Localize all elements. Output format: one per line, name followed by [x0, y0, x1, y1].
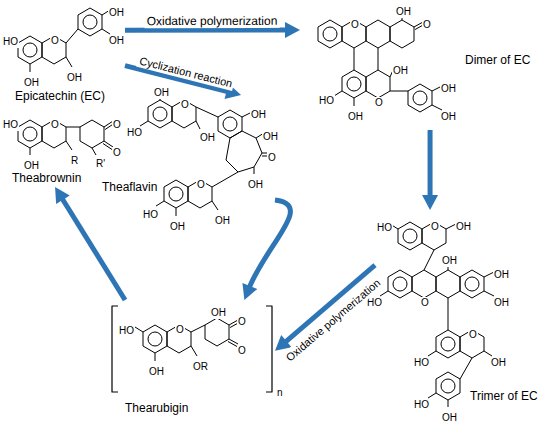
- atom-label: HO: [2, 119, 19, 131]
- reaction-label: Oxidative polymerization: [145, 14, 280, 28]
- atom-label: O: [50, 119, 60, 131]
- theaflavin-structure: [140, 92, 268, 216]
- atom-label: O: [422, 19, 432, 31]
- atom-label: OH: [148, 366, 165, 378]
- atom-label: OH: [262, 131, 279, 143]
- compound-name: Theabrownin: [12, 171, 81, 185]
- atom-label: O: [468, 329, 478, 341]
- epicatechin-structure: [10, 8, 110, 72]
- reaction-arrow: [242, 200, 290, 300]
- compound-node: Trimer of EC: [375, 210, 547, 422]
- arrow-head: [242, 283, 257, 300]
- atom-label: OH: [66, 72, 83, 84]
- compound-name: Epicatechin (EC): [15, 89, 105, 103]
- atom-label: O: [196, 179, 206, 191]
- atom-label: O: [350, 19, 360, 31]
- atom-label: OH: [108, 35, 125, 47]
- reaction-label: Oxidative polymerization: [281, 274, 384, 365]
- atom-label: OH: [210, 307, 227, 319]
- compound-name: Dimer of EC: [465, 53, 530, 67]
- atom-label: OH: [347, 111, 364, 123]
- atom-label: OH: [455, 221, 472, 233]
- arrow-shaft: [125, 27, 288, 32]
- reaction-arrow: [275, 265, 375, 351]
- theabrownin-structure: [10, 120, 114, 155]
- atom-label: HO: [126, 127, 143, 139]
- arrow-shaft: [61, 197, 125, 300]
- atom-label: OR: [192, 361, 209, 373]
- trimer-structure: [380, 222, 494, 407]
- atom-label: OH: [392, 65, 409, 77]
- atom-label: O: [180, 99, 190, 111]
- atom-label: O: [237, 316, 247, 328]
- dimer-structure: [318, 12, 442, 112]
- reaction-arrow: [55, 187, 125, 300]
- compound-node: Epicatechin (EC): [0, 0, 125, 101]
- arrow-shaft: [249, 200, 291, 289]
- compound-node: Theabrownin: [5, 105, 185, 187]
- atom-label: HO: [413, 357, 430, 369]
- atom-label: O: [175, 324, 185, 336]
- arrow-head: [422, 195, 438, 210]
- atom-label: OH: [440, 83, 457, 95]
- atom-label: R: [70, 155, 79, 167]
- reaction-label: Cyclization reaction: [136, 53, 236, 91]
- atom-label: OH: [490, 357, 507, 369]
- atom-label: O: [420, 297, 430, 309]
- thearubigin-structure: [112, 306, 272, 392]
- atom-label: HO: [376, 222, 393, 234]
- compound-node: Theaflavin: [100, 95, 275, 255]
- atom-label: O: [374, 97, 384, 109]
- atom-label: HO: [2, 36, 19, 48]
- reaction-arrow: [422, 130, 438, 210]
- atom-label: OH: [108, 7, 125, 19]
- atom-label: OH: [440, 111, 457, 123]
- atom-label: O: [237, 345, 247, 357]
- atom-label: HO: [366, 297, 383, 309]
- atom-label: OH: [199, 132, 216, 144]
- compound-node: Thearubigin: [105, 300, 275, 413]
- atom-label: R': [95, 158, 106, 170]
- atom-label: n: [276, 387, 284, 399]
- atom-label: HO: [142, 209, 159, 221]
- compound-name: Thearubigin: [125, 401, 188, 415]
- atom-label: OH: [169, 221, 186, 233]
- atom-label: OH: [214, 215, 231, 227]
- compound-name: Theaflavin: [102, 180, 157, 194]
- atom-label: O: [112, 147, 122, 159]
- atom-label: O: [112, 119, 122, 131]
- atom-label: OH: [23, 77, 40, 89]
- atom-label: OH: [153, 87, 170, 99]
- atom-label: OH: [441, 412, 458, 424]
- arrow-shaft: [428, 130, 433, 198]
- arrow-head: [55, 187, 70, 204]
- atom-label: O: [50, 35, 60, 47]
- atom-label: OH: [493, 297, 510, 309]
- atom-label: O: [267, 152, 277, 164]
- atom-label: HO: [413, 399, 430, 411]
- arrow-head: [285, 22, 300, 38]
- atom-label: OH: [247, 179, 264, 191]
- atom-label: OH: [493, 269, 510, 281]
- atom-label: HO: [318, 95, 335, 107]
- atom-label: HO: [118, 325, 135, 337]
- atom-label: OH: [250, 109, 267, 121]
- atom-label: OH: [395, 6, 412, 18]
- compound-name: Trimer of EC: [470, 389, 538, 403]
- atom-label: O: [430, 221, 440, 233]
- atom-label: OH: [441, 255, 458, 267]
- atom-label: OH: [23, 160, 40, 172]
